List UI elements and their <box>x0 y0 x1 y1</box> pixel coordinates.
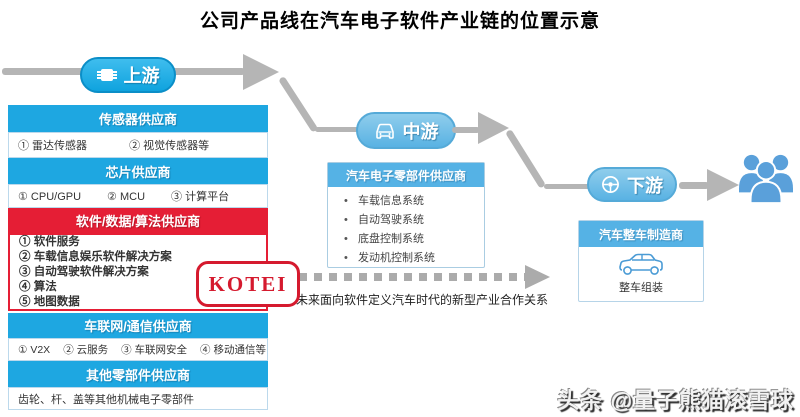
chip-supplier-items: ① CPU/GPU ② MCU ③ 计算平台 <box>8 184 268 208</box>
list-item: 齿轮、杆、盖等其他机械电子零部件 <box>18 393 194 406</box>
consumers-people-icon <box>739 154 793 204</box>
chip-supplier-header: 芯片供应商 <box>8 158 268 184</box>
upstream-supplier-column: 传感器供应商 ① 雷达传感器 ② 视觉传感器等 芯片供应商 ① CPU/GPU … <box>8 105 268 410</box>
auto-electronics-supplier-header: 汽车电子零部件供应商 <box>328 163 484 187</box>
list-item: ① V2X <box>18 343 51 356</box>
car-front-icon <box>375 123 394 139</box>
vehicle-assembly: 整车组装 <box>579 247 703 295</box>
auto-electronics-supplier-items: 车载信息系统 自动驾驶系统 底盘控制系统 发动机控制系统 <box>328 187 484 268</box>
telematics-supplier-items: ① V2X ② 云服务 ③ 车联网安全 ④ 移动通信等 <box>8 338 268 361</box>
other-parts-supplier-header: 其他零部件供应商 <box>8 361 268 387</box>
consumer-arrow-line <box>679 182 709 189</box>
upstream-arrowhead <box>243 54 279 90</box>
partnership-arrowhead <box>525 265 550 289</box>
steering-wheel-icon <box>602 176 619 193</box>
list-item: ③ 自动驾驶软件解决方案 <box>19 265 149 278</box>
watermark: 头条 @量子熊猫滚雪球 <box>557 388 794 413</box>
upstream-diagonal-connector <box>278 76 319 133</box>
telematics-supplier-header: 车联网/通信供应商 <box>8 313 268 338</box>
kotei-logo: KOTEI <box>196 261 300 307</box>
midstream-arrowhead <box>478 112 509 144</box>
consumer-arrowhead <box>707 169 739 201</box>
list-item: ② MCU <box>107 190 146 203</box>
list-item: ⑤ 地图数据 <box>19 295 80 308</box>
car-icon <box>619 253 663 275</box>
list-item: ① 软件服务 <box>19 235 80 248</box>
list-item: ④ 算法 <box>19 280 57 293</box>
chip-icon <box>96 69 117 81</box>
list-item: ② 视觉传感器等 <box>129 140 210 152</box>
downstream-badge: 下游 <box>587 167 677 202</box>
software-supplier-header: 软件/数据/算法供应商 <box>8 208 268 233</box>
vehicle-assembly-label: 整车组装 <box>619 282 663 294</box>
partnership-note: 未来面向软件定义汽车时代的新型产业合作关系 <box>296 293 549 307</box>
list-item: ③ 车联网安全 <box>121 344 188 356</box>
list-item: ③ 计算平台 <box>171 191 230 203</box>
auto-electronics-supplier-box: 汽车电子零部件供应商 车载信息系统 自动驾驶系统 底盘控制系统 发动机控制系统 <box>327 162 485 268</box>
downstream-label: 下游 <box>627 175 663 196</box>
upstream-badge: 上游 <box>80 57 176 93</box>
midstream-arrow-line <box>452 127 480 133</box>
list-item: ④ 移动通信等 <box>200 344 266 356</box>
downstream-connector-line <box>544 184 592 189</box>
list-item: ② 车载信息娱乐软件解决方案 <box>19 250 172 263</box>
vehicle-manufacturer-box: 汽车整车制造商 整车组装 <box>578 220 704 302</box>
midstream-diagonal-connector <box>505 129 546 189</box>
midstream-connector-line <box>315 127 360 132</box>
list-item: 车载信息系统 <box>328 192 484 211</box>
page-title: 公司产品线在汽车电子软件产业链的位置示意 <box>199 11 600 32</box>
other-parts-supplier-items: 齿轮、杆、盖等其他机械电子零部件 <box>8 387 268 410</box>
sensor-supplier-items: ① 雷达传感器 ② 视觉传感器等 <box>8 132 268 158</box>
midstream-label: 中游 <box>402 121 439 142</box>
partnership-dashed-arrow <box>299 273 525 281</box>
list-item: ① 雷达传感器 <box>18 140 88 152</box>
upstream-label: 上游 <box>123 66 160 86</box>
list-item: ① CPU/GPU <box>18 190 82 203</box>
midstream-badge: 中游 <box>356 112 456 149</box>
list-item: 发动机控制系统 <box>328 249 484 268</box>
list-item: 底盘控制系统 <box>328 230 484 249</box>
vehicle-manufacturer-header: 汽车整车制造商 <box>579 221 703 247</box>
list-item: 自动驾驶系统 <box>328 211 484 230</box>
sensor-supplier-header: 传感器供应商 <box>8 105 268 132</box>
list-item: ② 云服务 <box>63 344 109 356</box>
